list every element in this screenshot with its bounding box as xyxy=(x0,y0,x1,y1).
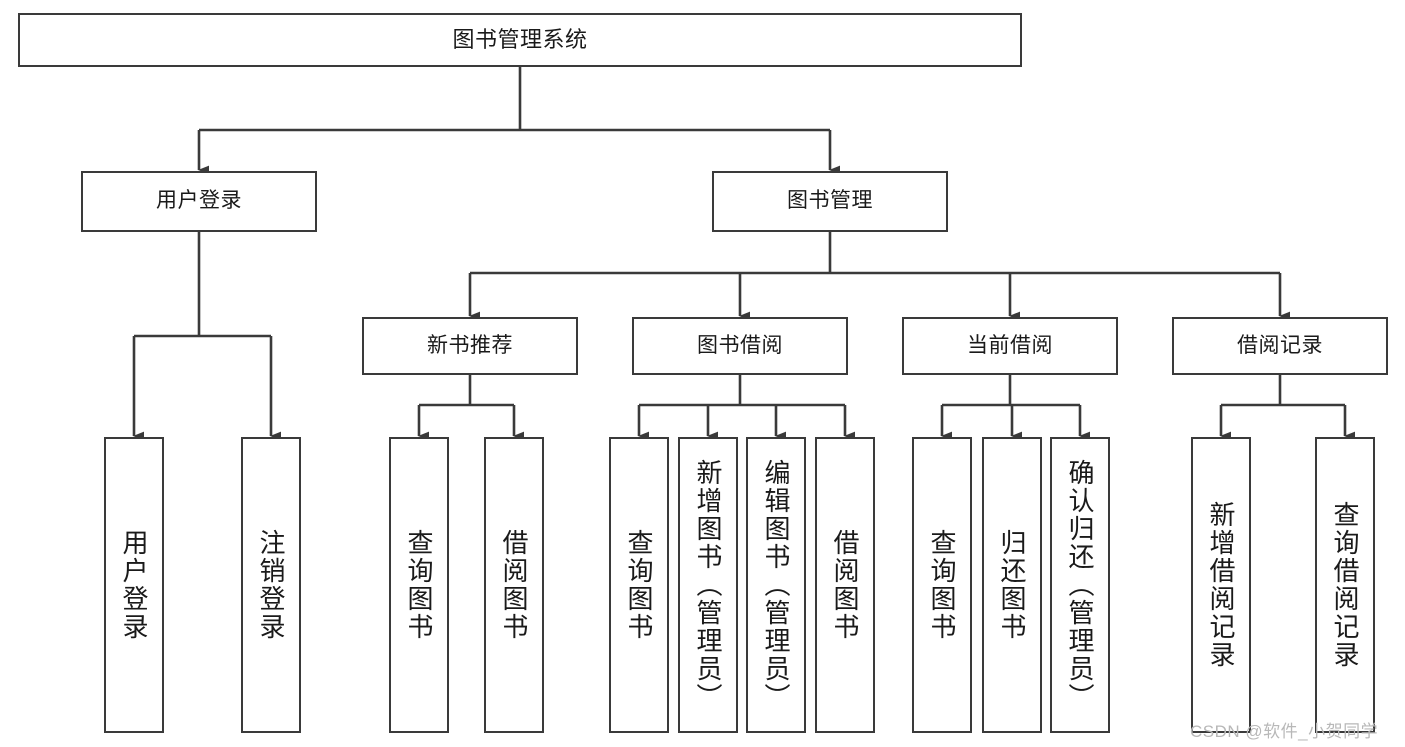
node-label: 确认归还（管理员） xyxy=(1065,459,1095,711)
node-label: 借阅图书 xyxy=(499,529,529,641)
node-leaf-user-login: 用户登录 xyxy=(104,437,164,733)
node-leaf-return-book: 归还图书 xyxy=(982,437,1042,733)
node-label: 当前借阅 xyxy=(967,333,1053,357)
node-book-borrow: 图书借阅 xyxy=(632,317,848,375)
node-leaf-query-book-cur: 查询图书 xyxy=(912,437,972,733)
node-label: 新增借阅记录 xyxy=(1206,501,1236,669)
node-current-borrow: 当前借阅 xyxy=(902,317,1118,375)
node-leaf-borrow-book: 借阅图书 xyxy=(815,437,875,733)
node-leaf-user-logout: 注销登录 xyxy=(241,437,301,733)
node-label: 查询图书 xyxy=(624,529,654,641)
node-leaf-edit-book: 编辑图书（管理员） xyxy=(746,437,806,733)
node-leaf-query-book-borrow: 查询图书 xyxy=(609,437,669,733)
node-root-图书管理系统: 图书管理系统 xyxy=(18,13,1022,67)
node-label: 新书推荐 xyxy=(427,333,513,357)
node-label: 注销登录 xyxy=(256,529,286,641)
node-label: 查询图书 xyxy=(404,529,434,641)
node-label: 图书管理 xyxy=(787,189,873,213)
node-user-login: 用户登录 xyxy=(81,171,317,232)
node-label: 新增图书（管理员） xyxy=(693,459,723,711)
node-label: 用户登录 xyxy=(156,189,242,213)
node-label: 查询借阅记录 xyxy=(1330,501,1360,669)
node-label: 借阅记录 xyxy=(1237,333,1323,357)
node-leaf-query-book-rec: 查询图书 xyxy=(389,437,449,733)
node-leaf-borrow-book-rec: 借阅图书 xyxy=(484,437,544,733)
node-label: 编辑图书（管理员） xyxy=(761,459,791,711)
node-leaf-add-book: 新增图书（管理员） xyxy=(678,437,738,733)
node-borrow-record: 借阅记录 xyxy=(1172,317,1388,375)
node-book-manage: 图书管理 xyxy=(712,171,948,232)
node-label: 借阅图书 xyxy=(830,529,860,641)
node-label: 归还图书 xyxy=(997,529,1027,641)
node-label: 查询图书 xyxy=(927,529,957,641)
node-label: 图书管理系统 xyxy=(452,27,588,53)
node-leaf-query-record: 查询借阅记录 xyxy=(1315,437,1375,733)
node-leaf-confirm-return: 确认归还（管理员） xyxy=(1050,437,1110,733)
node-leaf-add-record: 新增借阅记录 xyxy=(1191,437,1251,733)
node-label: 用户登录 xyxy=(119,529,149,641)
watermark-text: CSDN @软件_小贺同学 xyxy=(1190,722,1379,741)
node-new-book-recommend: 新书推荐 xyxy=(362,317,578,375)
node-label: 图书借阅 xyxy=(697,333,783,357)
